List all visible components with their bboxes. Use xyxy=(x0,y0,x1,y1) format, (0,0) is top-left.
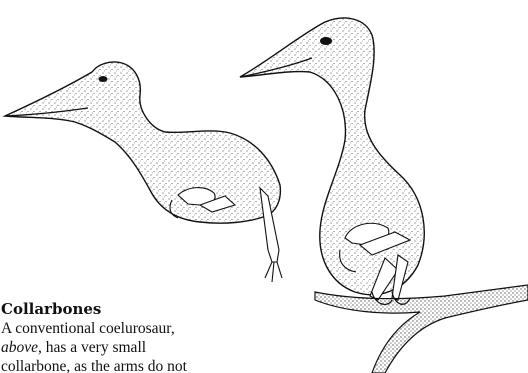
figure-caption: Collarbones A conventional coelurosaur, … xyxy=(1,300,231,373)
left-creature xyxy=(5,62,282,282)
branch xyxy=(315,285,528,373)
caption-line-2-rest: , has a very small xyxy=(38,339,146,356)
caption-emphasis: above xyxy=(1,339,38,356)
caption-title: Collarbones xyxy=(1,300,231,319)
caption-line-1: A conventional coelurosaur, xyxy=(1,319,231,338)
caption-line-3: collarbone, as the arms do not xyxy=(1,357,231,373)
caption-line-2: above, has a very small xyxy=(1,338,231,357)
